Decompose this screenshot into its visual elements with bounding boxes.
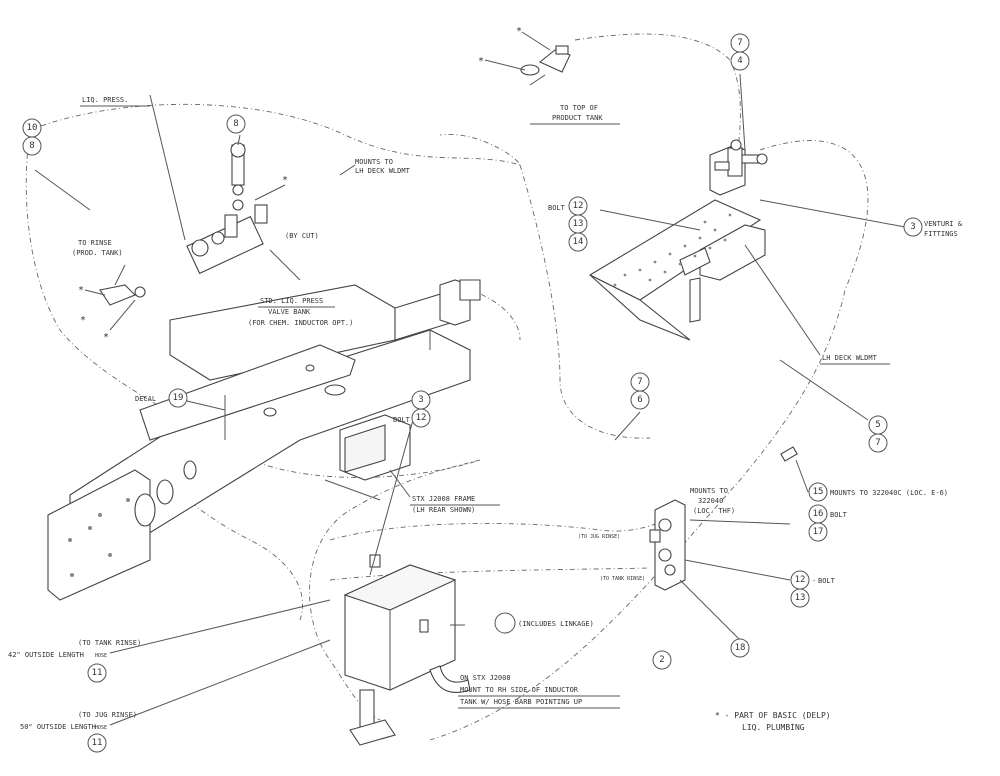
label-decal: DECAL — [135, 395, 156, 403]
label-to-tank-rinse-right: (TO TANK RINSE) — [600, 576, 645, 582]
label-bolt-right: BOLT — [818, 577, 836, 585]
label-valve-bank-3: (FOR CHEM. INDUCTOR OPT.) — [248, 319, 353, 327]
balloon-15: 15 — [813, 487, 824, 497]
balloon-14: 14 — [573, 237, 584, 247]
top-fitting — [520, 45, 571, 76]
label-on-stx-3: TANK W/ HOSE BARB POINTING UP — [460, 698, 582, 706]
balloon-12: 12 — [416, 413, 427, 423]
label-mounts-322040-2: 322040 — [698, 497, 723, 505]
asterisk-markers: * * * * * * — [78, 26, 522, 343]
label-mounts-lh-deck-1: MOUNTS TO — [355, 158, 393, 166]
label-bolt-16: BOLT — [830, 511, 848, 519]
label-hose-50: 50" OUTSIDE LENGTH — [20, 723, 96, 731]
balloon-17: 17 — [813, 527, 824, 537]
inductor-tank — [343, 554, 471, 746]
balloon-3: 3 — [910, 222, 915, 232]
label-hose-50-tag: HOSE — [95, 725, 107, 731]
label-bolt-deck: BOLT — [548, 204, 566, 212]
valve-bank — [99, 142, 268, 306]
label-frame-2: (LH REAR SHOWN) — [412, 506, 475, 514]
asterisk-marker: * — [478, 56, 484, 67]
label-on-stx-1: ON STX J2008 — [460, 674, 511, 682]
label-venturi-2: FITTINGS — [924, 230, 958, 238]
stx-frame — [47, 279, 481, 601]
balloon-10: 10 — [27, 123, 38, 133]
balloon-8: 8 — [233, 119, 238, 129]
balloon-8: 8 — [29, 141, 34, 151]
legend-line-2: LIQ. PLUMBING — [742, 723, 805, 732]
balloon-7: 7 — [737, 38, 742, 48]
label-to-top-product-tank-1: TO TOP OF — [560, 104, 598, 112]
label-venturi-1: VENTURI & — [924, 220, 963, 228]
balloon-11: 11 — [92, 738, 103, 748]
label-to-jug-rinse-right: (TO JUG RINSE) — [578, 534, 620, 540]
label-frame-1: STX J2008 FRAME — [412, 495, 475, 503]
label-on-stx-2: MOUNT TO RH SIDE OF INDUCTOR — [460, 686, 579, 694]
balloon-18: 18 — [735, 643, 746, 653]
label-mounts-322040-3: (LOC. THF) — [693, 507, 735, 515]
lh-deck-weldment — [588, 199, 766, 341]
legend-line-1: * - PART OF BASIC (DELP) — [715, 711, 831, 720]
venturi-fittings — [709, 139, 768, 196]
balloon-12: 12 — [573, 201, 584, 211]
balloon-11: 11 — [92, 668, 103, 678]
valve-bracket — [649, 446, 798, 591]
balloon-7: 7 — [637, 377, 642, 387]
callout-labels: LIQ. PRESS. TO TOP OF PRODUCT TANK MOUNT… — [8, 96, 963, 732]
label-to-top-product-tank-2: PRODUCT TANK — [552, 114, 603, 122]
label-lh-deck-wldmt: LH DECK WLDMT — [822, 354, 878, 362]
balloon-6: 6 — [637, 395, 642, 405]
asterisk-marker: * — [103, 332, 109, 343]
balloon-5: 5 — [875, 420, 880, 430]
asterisk-marker: * — [78, 285, 84, 296]
leader-lines — [34, 31, 906, 726]
balloon-12: 12 — [795, 575, 806, 585]
balloon-2: 2 — [659, 655, 664, 665]
balloon-13: 13 — [573, 219, 584, 229]
label-valve-bank-2: VALVE BANK — [268, 308, 311, 316]
label-bolt-mid: BOLT — [393, 416, 411, 424]
balloon-19: 19 — [173, 393, 184, 403]
label-to-tank-rinse-left: (TO TANK RINSE) — [78, 639, 141, 647]
label-hose-42: 42" OUTSIDE LENGTH — [8, 651, 84, 659]
label-mounts-322040c: MOUNTS TO 322040C (LOC. E-6) — [830, 489, 948, 497]
balloon-16: 16 — [813, 509, 824, 519]
balloon-3: 3 — [418, 395, 423, 405]
label-to-rinse-1: TO RINSE — [78, 239, 112, 247]
balloon-4: 4 — [737, 56, 742, 66]
label-includes-linkage: (INCLUDES LINKAGE) — [518, 620, 594, 628]
asterisk-marker: * — [282, 175, 288, 186]
part-balloons: 10 8 8 7 4 12 13 14 3 7 6 5 7 19 3 12 15… — [22, 33, 923, 753]
label-liq-press: LIQ. PRESS. — [82, 96, 128, 104]
label-to-jug-rinse-left: (TO JUG RINSE) — [78, 711, 137, 719]
asterisk-marker: * — [516, 26, 522, 37]
balloon-7: 7 — [875, 438, 880, 448]
label-mounts-lh-deck-2: LH DECK WLDMT — [355, 167, 411, 175]
asterisk-marker: * — [80, 315, 86, 326]
label-bar-cut: (BY CUT) — [285, 232, 319, 240]
label-hose-42-tag: HOSE — [95, 653, 107, 659]
label-bolt-right-dash: - — [812, 577, 816, 585]
label-mounts-322040-1: MOUNTS TO — [690, 487, 728, 495]
balloon-1 — [494, 612, 516, 634]
label-valve-bank-1: STD. LIQ. PRESS — [260, 297, 323, 305]
label-to-rinse-2: (PROD. TANK) — [72, 249, 123, 257]
balloon-13: 13 — [795, 593, 806, 603]
